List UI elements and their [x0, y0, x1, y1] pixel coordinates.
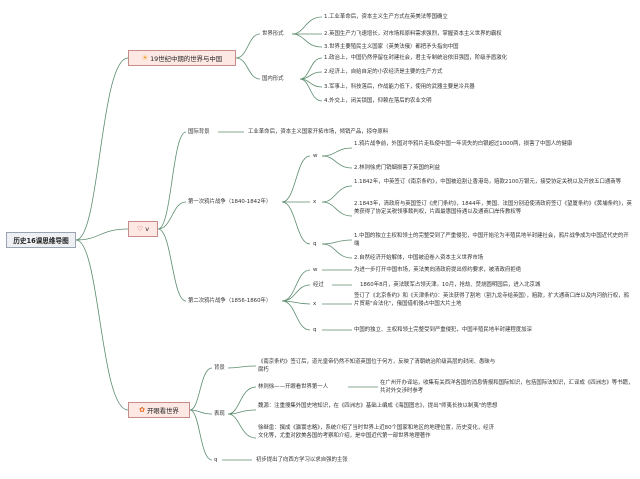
world-item-2: 2.英国生产力飞速增长，对市场和原料需求强烈，掌握资本主义世界的霸权 — [324, 31, 502, 37]
world-item-1: 1.工业革命后，资本主义生产方式在英美法等国确立 — [324, 14, 448, 20]
heart-icon: ♡ — [136, 225, 144, 233]
war1-x-label: x — [313, 199, 317, 205]
domestic-item-1: 1.政治上，中国仍然停留在封建社会，君主专制统治依旧强固，阶级矛盾激化 — [324, 55, 508, 61]
war2-w-label: w — [313, 267, 318, 273]
lin-zexu-label: 林则徐——开眼看世界第一人 — [258, 384, 329, 390]
war1-x-item-1: 1.1842年，中英签订《南京条约》，中国被迫割让香港岛，赔款2100万银元，接… — [354, 179, 622, 185]
war1-q-item-1: 1.中国的独立主权和领土的完整受到了严重侵犯，中国开始沦为半殖民地半封建社会，鸦… — [354, 233, 629, 247]
root-title: 历史16课思维导图 — [13, 237, 69, 245]
domestic-form-label: 国内形式 — [262, 76, 284, 82]
root-node[interactable]: 历史16课思维导图 — [6, 232, 76, 248]
world-form-label: 世界形式 — [262, 31, 284, 37]
war2-q-label: q — [313, 327, 317, 333]
b3-q-text: 初步提出了向西方学习以求自强的主张 — [256, 457, 348, 463]
wei-yuan-text: 魏源：注重搜集外国史地知识，在《四洲志》基础上编成《海国图志》，提出"师夷长技以… — [258, 403, 498, 409]
lin-zexu-text: 在广州开办译站，收集有关西洋各国的消息情报和国际知识，包括国际法知识，汇译成《四… — [380, 380, 634, 394]
war2-w-text: 为进一步打开中国市场，英法美向清政府提出修约要求，被清政府拒绝 — [354, 267, 522, 273]
domestic-item-2: 2.经济上，自给自足的小农经济是主要的生产方式 — [324, 69, 443, 75]
b3-background-label: 背景 — [214, 365, 225, 371]
first-opium-war-label: 第一次鸦片战争（1840-1842年） — [188, 199, 272, 205]
war1-q-label: q — [313, 241, 317, 247]
war1-q-item-2: 2.自然经济开始解体，中国被迫卷入资本主义世界市场 — [354, 255, 484, 261]
branch-title: 开眼看世界 — [146, 406, 179, 415]
b3-background-text: 《南京条约》签订后，道光皇帝仍然不知道英国位于何方，反映了清朝统治阶级高层的封闭… — [258, 359, 496, 373]
branch-opium-war-node[interactable]: ♡ v — [128, 221, 158, 237]
branch-open-eyes-node[interactable]: ✿ 开眼看世界 — [128, 402, 190, 418]
second-opium-war-label: 第二次鸦片战争（1856-1860年） — [188, 298, 272, 304]
war1-w-item-2: 2.林则徐虎门销烟损害了英国的利益 — [354, 165, 441, 171]
domestic-item-4: 4.外交上，闭关锁国，仰赖在落后的农业文明 — [324, 98, 432, 104]
b3-q-label: q — [214, 457, 218, 463]
war2-process-label: 经过 — [313, 282, 324, 288]
world-item-3: 3.世界主要殖民主义国家（英美法俄）都把矛头指向中国 — [324, 44, 459, 50]
war2-process-text: 1860年8月，英法联军占领天津。10月，抢劫、焚烧圆明园后，进入北京城 — [360, 282, 541, 288]
war1-w-item-1: 1.鸦片战争前，外国对华鸦片走私使中国一年流失的白银超过1000两，损害了中国人… — [354, 141, 573, 147]
war1-x-item-2: 2.1843年，清政府与英国签订《虎门条约》，1844年，美国、法国分别迫使清政… — [354, 201, 632, 215]
war2-x-text: 签订了《北京条约》和《天津条约》：英法获得了割地（割九龙寺给英国），赔款，扩大通… — [354, 293, 629, 307]
sun-icon: ☀ — [141, 54, 149, 62]
intl-background-label: 国际背景 — [188, 129, 210, 135]
b3-performance-label: 表现 — [214, 411, 225, 417]
war1-w-label: w — [313, 153, 318, 159]
intl-background-text: 工业革命后，资本主义国家开拓市场，倾销产品，掠夺原料 — [248, 129, 389, 135]
domestic-item-3: 3.军事上，科技落后，作战能力低下，使用的武器主要是冷兵器 — [324, 84, 475, 90]
branch-title: 19世纪中期的世界与中国 — [150, 54, 223, 63]
war2-x-label: x — [313, 301, 317, 307]
xu-jiyu-text: 徐继畲：撰成《瀛寰志略》，系统介绍了当时世界上近80个国家和地区的地理位置，历史… — [258, 425, 494, 439]
branch-title: v — [145, 225, 150, 233]
branch-world-china-node[interactable]: ☀ 19世纪中期的世界与中国 — [128, 50, 236, 66]
war2-q-text: 中国的独立、主权和领土完整受到严重侵犯，中国半殖民地半封建程度加深 — [354, 327, 532, 333]
flower-icon: ✿ — [139, 406, 145, 414]
